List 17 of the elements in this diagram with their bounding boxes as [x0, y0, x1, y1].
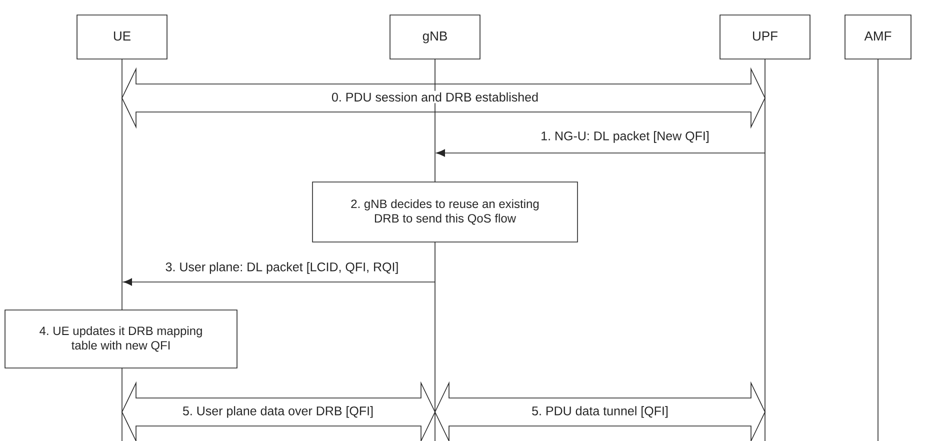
note-box: 2. gNB decides to reuse an existing DRB to send this QoS flow	[312, 182, 578, 242]
participant-box: gNB	[390, 14, 480, 60]
participant-box: UPF	[720, 14, 810, 60]
edge-label: 5. User plane data over DRB [QFI]	[180, 404, 376, 420]
edge-label: 1. NG-U: DL packet [New QFI]	[539, 130, 711, 144]
arrow	[436, 149, 766, 157]
participant-box: AMF	[844, 14, 912, 60]
participant-box: UE	[76, 14, 168, 60]
block-arrow	[122, 67, 766, 129]
block-arrow	[434, 381, 766, 441]
arrow	[123, 278, 436, 286]
block-arrow	[122, 381, 436, 441]
edge-label: 0. PDU session and DRB established	[330, 90, 540, 104]
note-box: 4. UE updates it DRB mapping table with new QFI	[4, 310, 238, 368]
edge-label: 3. User plane: DL packet [LCID, QFI, RQI]	[164, 260, 400, 276]
edge-label: 5. PDU data tunnel [QFI]	[530, 404, 670, 420]
lifeline	[764, 59, 766, 441]
